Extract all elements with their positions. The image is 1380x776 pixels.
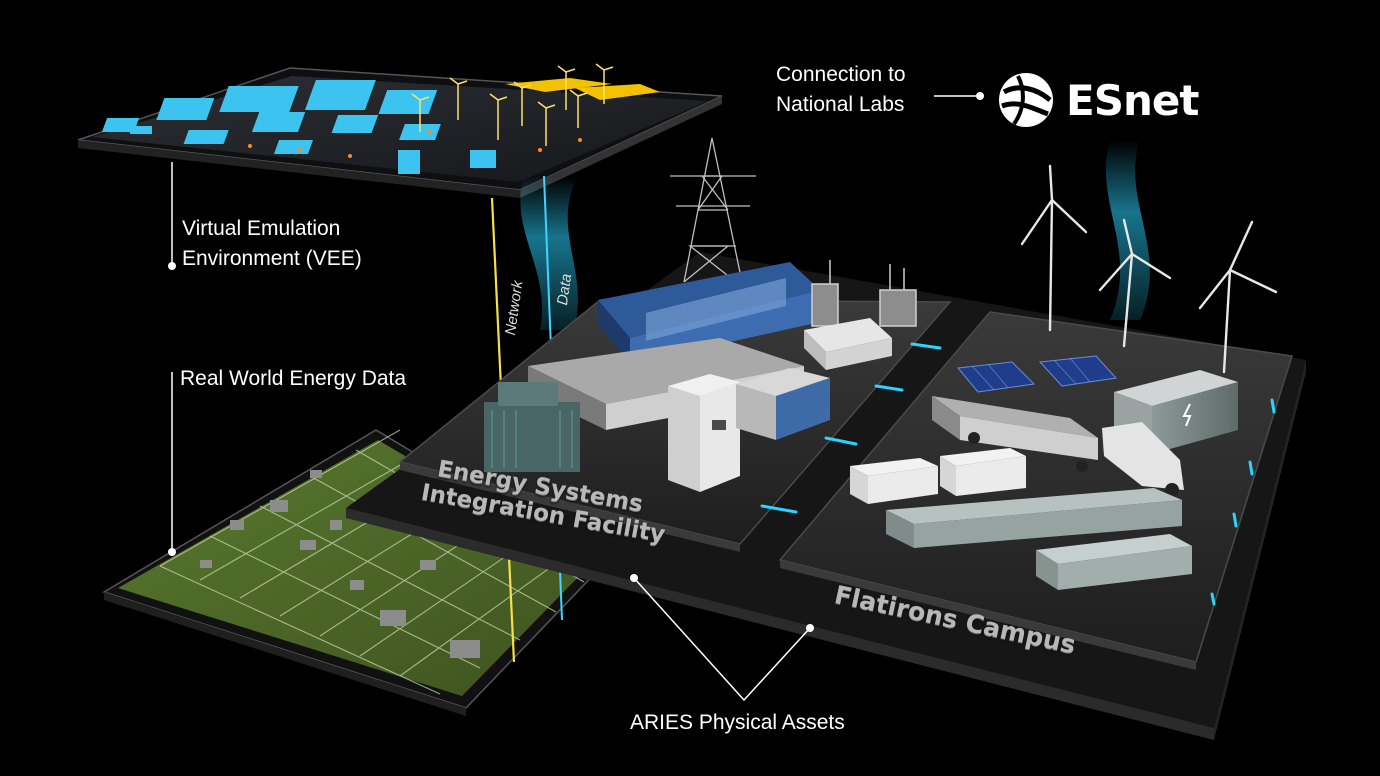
vee-highlight-area (505, 78, 660, 100)
esnet-logo: ESnet (996, 68, 1199, 132)
connection-label: Connection to National Labs (776, 60, 906, 120)
vee-wind-turbines (411, 63, 614, 146)
battery-container-icon (1114, 370, 1238, 454)
aries-label: ARIES Physical Assets (630, 711, 845, 734)
mobile-trailer-large (886, 488, 1182, 548)
vee-label: Virtual Emulation Environment (VEE) (182, 214, 362, 274)
connection-label-line1: Connection to (776, 63, 906, 86)
data-stream-vee (520, 176, 578, 330)
vee-label-line2: Environment (VEE) (182, 247, 362, 270)
battery-racks (850, 448, 1026, 504)
transformer (484, 382, 580, 472)
transmission-tower-icon (670, 137, 756, 283)
data-stream-esnet (1105, 140, 1150, 320)
callout-lines (171, 95, 978, 702)
vee-slab (77, 63, 723, 198)
ev-charger (668, 374, 740, 492)
real-world-buildings (200, 470, 480, 658)
esnet-logo-text: ESnet (1066, 75, 1199, 125)
platform-glow-connectors (760, 342, 1276, 606)
vee-label-line1: Virtual Emulation (182, 217, 341, 240)
cooling-unit (736, 368, 830, 440)
solar-panel-icon (957, 355, 1118, 393)
hydrogen-truck-icon (932, 396, 1184, 497)
mobile-trailer-small (1036, 534, 1192, 590)
cable-drum (804, 318, 892, 370)
connection-label-line2: National Labs (776, 93, 905, 116)
substation (811, 260, 917, 327)
wind-turbine-icon (1020, 164, 1278, 374)
real-world-label: Real World Energy Data (180, 367, 407, 390)
callout-dots (168, 92, 984, 632)
globe-logo-icon (999, 73, 1053, 127)
